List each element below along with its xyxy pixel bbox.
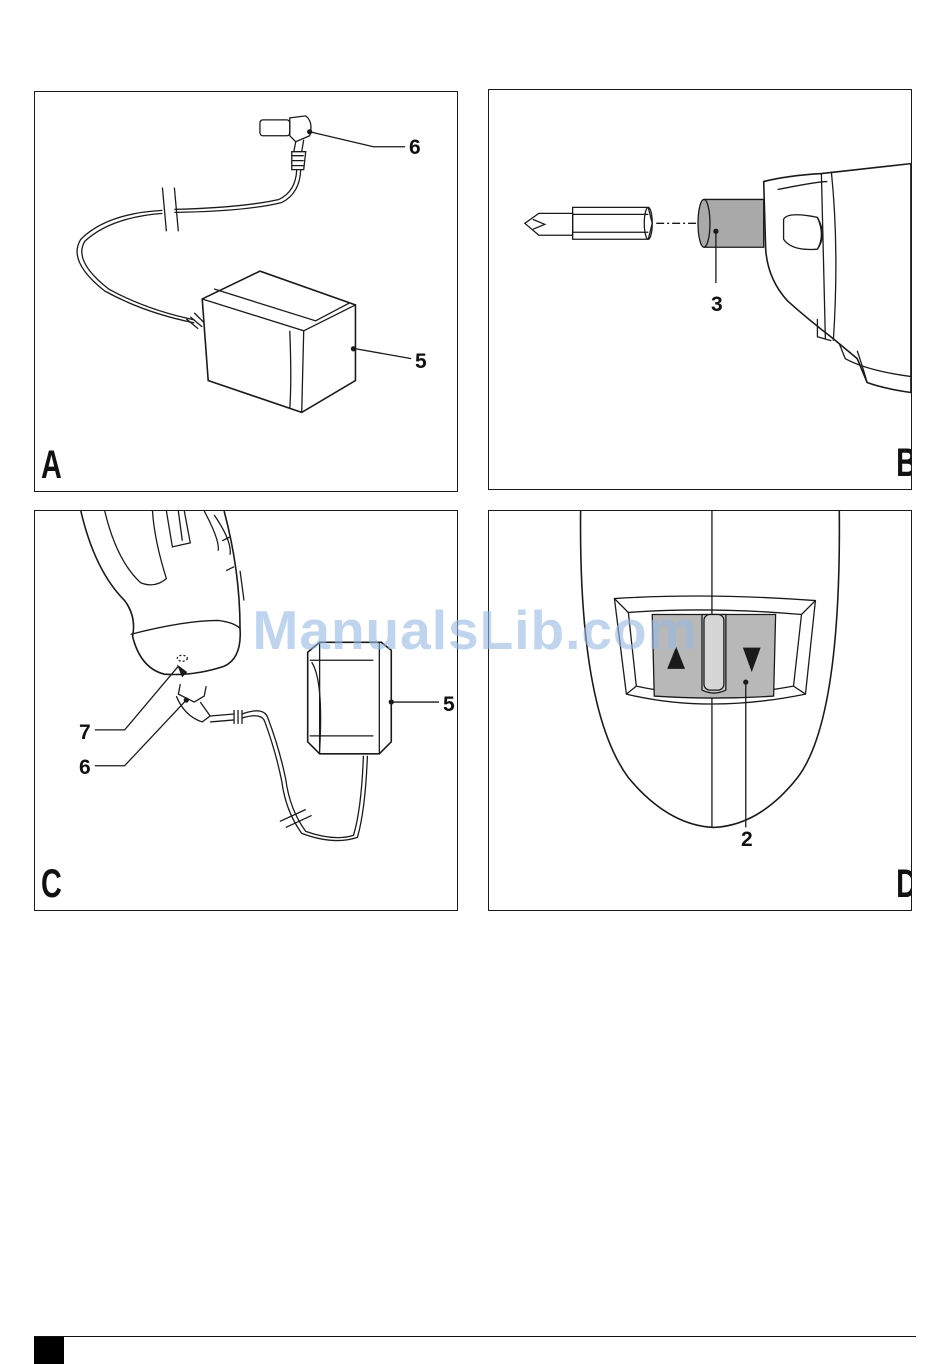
callout-7: 7 — [79, 722, 91, 743]
callout-2: 2 — [741, 829, 753, 850]
direction-switch-illustration — [489, 511, 911, 910]
footer-rule — [34, 1336, 916, 1337]
charger-adapter-illustration — [35, 92, 457, 491]
bit-insertion-illustration — [489, 90, 911, 489]
figure-a: 6 5 A — [34, 91, 458, 492]
callout-6: 6 — [79, 757, 91, 778]
figure-c: 5 7 6 C — [34, 510, 458, 911]
callout-5: 5 — [443, 694, 455, 715]
callout-5: 5 — [415, 351, 427, 372]
figure-d: 2 D — [488, 510, 912, 911]
callout-3: 3 — [711, 294, 723, 315]
figure-letter-a: A — [41, 445, 62, 485]
figure-letter-b: B — [896, 443, 912, 483]
page-marker — [34, 1337, 64, 1364]
callout-6: 6 — [409, 137, 421, 158]
charging-connection-illustration — [35, 511, 457, 910]
figure-letter-d: D — [896, 864, 912, 904]
figure-letter-c: C — [41, 864, 62, 904]
figure-b: 3 B — [488, 89, 912, 490]
